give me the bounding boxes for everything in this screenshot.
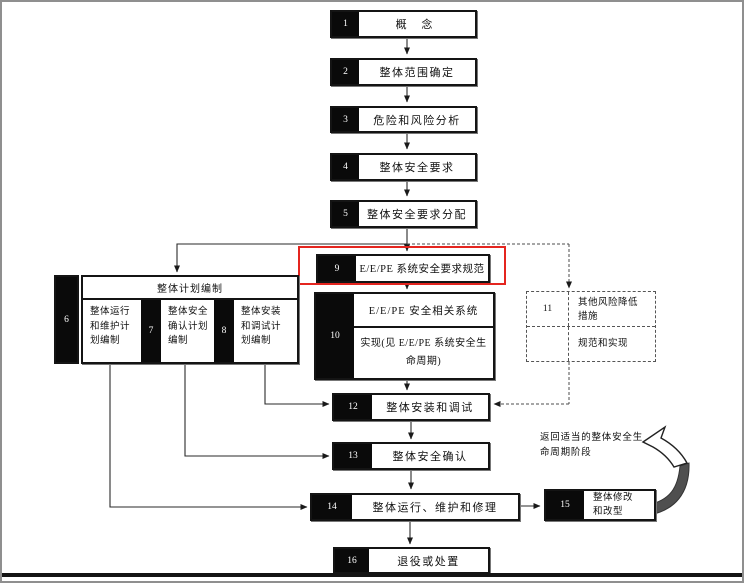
step-label-3: 危险和风险分析 — [373, 114, 461, 127]
step-label-9: E/E/PE 系统安全要求规范 — [359, 264, 485, 275]
planning-header: 整体计划编制 — [83, 277, 297, 300]
step-box-3: 3 危险和风险分析 — [330, 106, 477, 133]
step-box-11: 11 其他风险降低措施 规范和实现 — [526, 291, 656, 362]
step-box-1: 1 概 念 — [330, 10, 477, 38]
step-label-10-top: E/E/PE 安全相关系统 — [354, 294, 493, 328]
step-box-16: 16 退役或处置 — [333, 547, 490, 574]
planning-label-8: 整体安装和调试计划编制 — [241, 307, 282, 347]
return-note-text: 返回适当的整体安全生命周期阶段 — [540, 433, 644, 458]
step-number-2: 2 — [332, 60, 359, 84]
step-number-16: 16 — [335, 549, 369, 572]
step-label-13: 整体安全确认 — [392, 451, 468, 463]
step-number-13: 13 — [334, 444, 372, 468]
step-number-4: 4 — [332, 155, 359, 179]
step-label-11-bottom: 规范和实现 — [578, 338, 629, 349]
step-label-16: 退役或处置 — [397, 555, 460, 568]
red-highlight-rectangle — [298, 246, 506, 285]
step-number-12: 12 — [334, 395, 372, 419]
step-number-1: 1 — [332, 12, 359, 36]
step-box-2: 2 整体范围确定 — [330, 58, 477, 86]
step-number-5: 5 — [332, 202, 359, 226]
step-label-4: 整体安全要求 — [379, 162, 455, 174]
planning-group: 整体计划编制 整体运行和维护计划编制 7 整体安全确认计划编制 8 整体安装和调… — [81, 275, 299, 364]
step-label-10-bottom: 实现(见 E/E/PE 系统安全生命周期) — [360, 338, 487, 367]
step-label-1: 概 念 — [395, 19, 439, 31]
step-box-4: 4 整体安全要求 — [330, 153, 477, 181]
bottom-border-bar — [2, 573, 742, 577]
step-box-15: 15 整体修改和改型 — [544, 489, 656, 521]
step-label-2: 整体范围确定 — [379, 67, 455, 79]
planning-label-6: 整体运行和维护计划编制 — [90, 307, 131, 347]
step-number-7: 7 — [141, 300, 161, 362]
step-number-14: 14 — [312, 495, 352, 519]
step-number-10: 10 — [316, 294, 354, 378]
step-box-10: 10 E/E/PE 安全相关系统 实现(见 E/E/PE 系统安全生命周期) — [314, 292, 495, 380]
planning-label-7: 整体安全确认计划编制 — [168, 307, 209, 347]
step-box-9: 9 E/E/PE 系统安全要求规范 — [316, 254, 490, 283]
step-number-9: 9 — [318, 256, 356, 281]
step-label-12: 整体安装和调试 — [386, 402, 474, 414]
step-number-11: 11 — [527, 292, 569, 326]
step-number-15: 15 — [546, 491, 584, 519]
step-11-empty-cell — [527, 327, 569, 361]
step-box-12: 12 整体安装和调试 — [332, 393, 490, 421]
step-box-14: 14 整体运行、维护和修理 — [310, 493, 520, 521]
step-number-3: 3 — [332, 108, 359, 131]
step-number-8: 8 — [214, 300, 234, 362]
step-label-14: 整体运行、维护和修理 — [372, 502, 498, 514]
step-box-5: 5 整体安全要求分配 — [330, 200, 477, 228]
step-label-15: 整体修改和改型 — [593, 492, 634, 517]
step-number-6: 6 — [54, 275, 79, 364]
step-label-5: 整体安全要求分配 — [367, 209, 467, 221]
step-box-13: 13 整体安全确认 — [332, 442, 490, 470]
step-label-11-top: 其他风险降低措施 — [578, 298, 639, 323]
